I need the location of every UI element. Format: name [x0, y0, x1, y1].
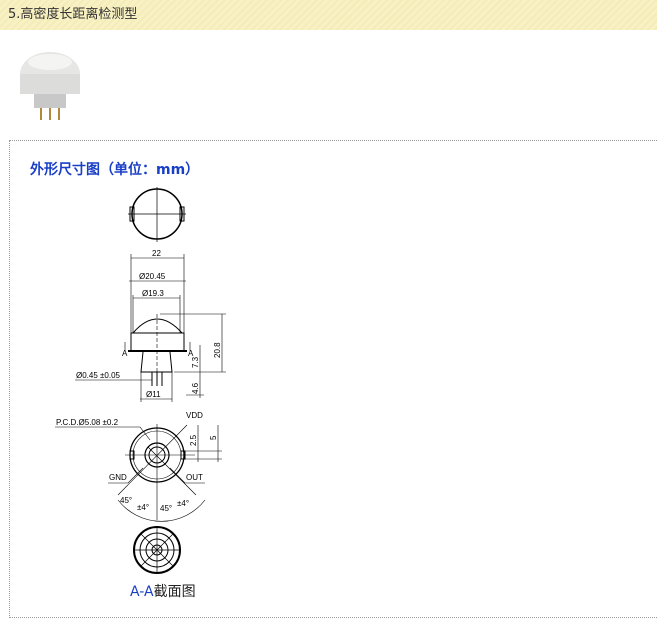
dim-25: 2.5 [189, 434, 198, 446]
dim-46: 4.6 [191, 382, 200, 394]
angle-left: 45° [120, 496, 132, 505]
dim-d193: Ø19.3 [142, 289, 164, 298]
gnd-label: GND [109, 473, 127, 482]
dim-d11: Ø11 [146, 390, 161, 399]
header-title: 5.高密度长距离检测型 [8, 7, 138, 22]
dim-22: 22 [152, 249, 161, 258]
dim-pin: Ø0.45 ±0.05 [76, 371, 121, 380]
caption-text: 截面图 [153, 584, 196, 600]
pcd-label: P.C.D.Ø5.08 ±0.2 [56, 418, 119, 427]
dim-5: 5 [209, 435, 218, 440]
cross-section-caption: A-A截面图 [130, 581, 196, 601]
section-header: 5.高密度长距离检测型 [0, 0, 657, 30]
out-label: OUT [186, 473, 203, 482]
dim-208: 20.8 [213, 342, 222, 358]
section-mark-left: A [122, 349, 128, 358]
dim-73: 7.3 [191, 356, 200, 368]
dimension-panel [9, 140, 657, 618]
section-mark-right: A [188, 349, 194, 358]
dim-d2045: Ø20.45 [139, 272, 166, 281]
tol-right: ±4° [177, 499, 189, 508]
section-title: 外形尺寸图（单位：mm） [30, 162, 200, 178]
angle-right: 45° [160, 504, 172, 513]
caption-prefix: A-A [130, 584, 154, 600]
tol-left: ±4° [137, 503, 149, 512]
sensor-photo [20, 52, 80, 120]
vdd-label: VDD [186, 411, 203, 420]
